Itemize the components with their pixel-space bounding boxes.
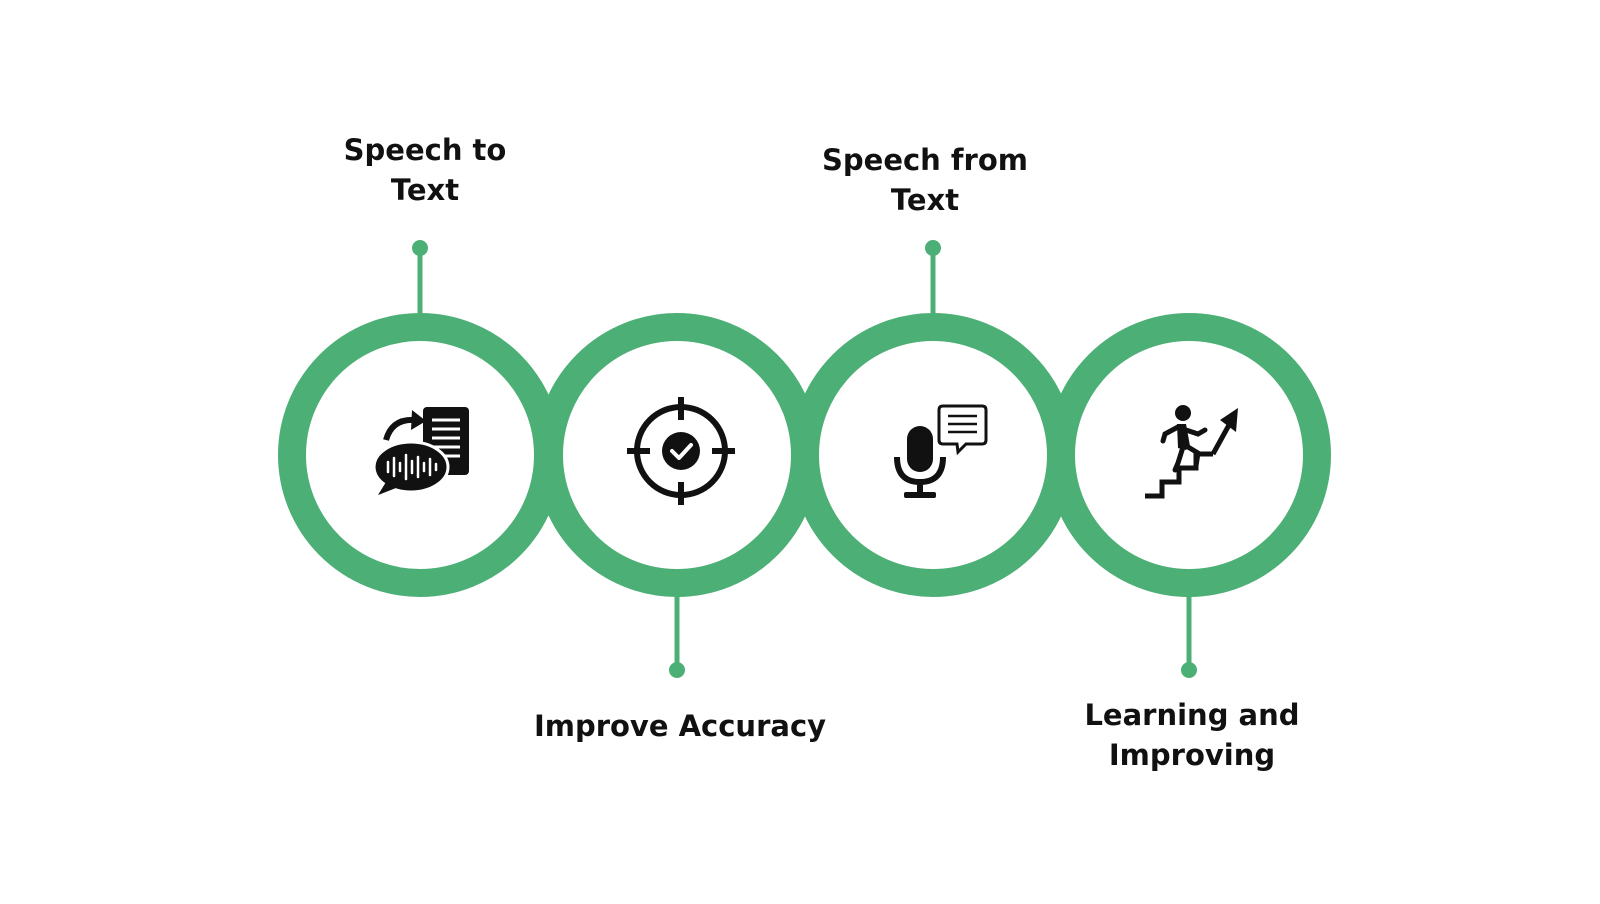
target-check-icon bbox=[627, 397, 735, 505]
step-label-speech-from-text: Speech from Text bbox=[822, 143, 1028, 217]
microphone-chat-icon bbox=[894, 404, 988, 498]
step-label-speech-to-text: Speech to Text bbox=[343, 133, 507, 207]
connector-dot-2 bbox=[669, 662, 685, 678]
connector-dots bbox=[412, 240, 1197, 678]
stairs-progress-icon bbox=[1145, 405, 1238, 499]
step-ring-4 bbox=[1047, 313, 1331, 597]
connectors bbox=[417, 248, 1192, 670]
connector-dot-4 bbox=[1181, 662, 1197, 678]
connector-dot-1 bbox=[412, 240, 428, 256]
speech-to-text-icon bbox=[372, 407, 469, 495]
step-label-improve-accuracy: Improve Accuracy bbox=[533, 709, 827, 743]
connector-dot-3 bbox=[925, 240, 941, 256]
step-label-learning-and-improving: Learning and Improving bbox=[1084, 698, 1300, 772]
